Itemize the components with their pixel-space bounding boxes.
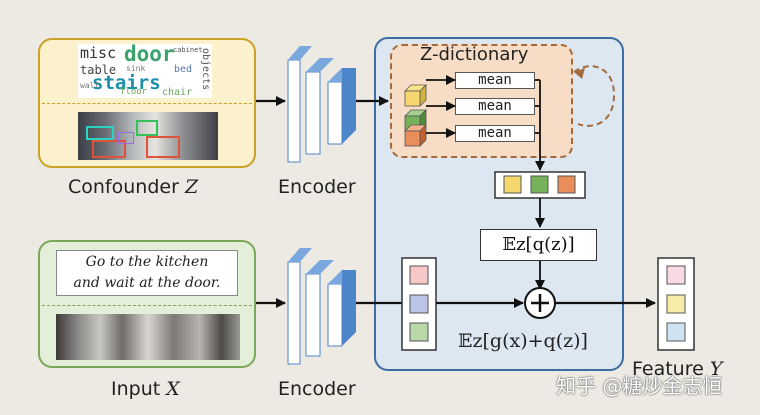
instruction-textbox: Go to the kitchen and wait at the door. <box>56 250 238 296</box>
wordcloud-word: sink <box>126 64 146 73</box>
instruction-line-1: Go to the kitchen <box>85 254 209 270</box>
confounder-label-symbol: Z <box>184 176 199 198</box>
mean-box: mean <box>455 125 535 142</box>
mean-box: mean <box>455 72 535 89</box>
mean-box: mean <box>455 98 535 115</box>
input-label: Input X <box>111 378 180 400</box>
confounder-panel: misc door cabinet table sink bed stairs … <box>38 38 256 168</box>
expectation-q-box: 𝔼z[q(z)] <box>480 229 597 261</box>
z-dictionary-title: Z-dictionary <box>420 44 529 65</box>
feature-label: Feature Y <box>632 358 722 380</box>
input-label-symbol: X <box>166 378 180 400</box>
wordcloud-word: wall <box>80 81 100 90</box>
feature-label-symbol: Y <box>709 358 723 380</box>
wordcloud-image: misc door cabinet table sink bed stairs … <box>78 44 212 98</box>
wordcloud-word: bed <box>174 64 193 75</box>
panorama-image <box>56 314 240 360</box>
encoder-bottom <box>287 248 356 365</box>
input-panel: Go to the kitchen and wait at the door. <box>38 240 256 368</box>
wordcloud-word: chair <box>162 87 193 98</box>
expectation-sum-label: 𝔼z[g(x)+q(z)] <box>458 330 588 352</box>
room-image <box>78 112 218 160</box>
wordcloud-word: floor <box>120 87 148 97</box>
confounder-label-text: Confounder <box>68 176 179 198</box>
encoder-label-bottom: Encoder <box>278 378 356 400</box>
divider-line <box>42 103 252 104</box>
encoder-label-top: Encoder <box>278 176 356 198</box>
wordcloud-word: misc <box>80 44 117 62</box>
output-feature-vector <box>657 257 695 351</box>
wordcloud-word: table <box>80 63 117 77</box>
confounder-label: Confounder Z <box>68 176 198 198</box>
wordcloud-word: objects <box>200 48 211 91</box>
wordcloud-word: cabinet <box>173 46 203 54</box>
encoder-top <box>287 46 356 163</box>
wordcloud-word: door <box>124 44 175 66</box>
instruction-line-2: and wait at the door. <box>73 275 221 291</box>
input-label-text: Input <box>111 378 161 400</box>
divider-line <box>42 305 252 306</box>
expectation-q-text: 𝔼z[q(z)] <box>502 234 575 255</box>
feature-label-text: Feature <box>632 358 704 380</box>
watermark: 知乎 @糖炒金志恒 <box>556 374 723 398</box>
wordcloud-word: stairs <box>92 72 161 94</box>
